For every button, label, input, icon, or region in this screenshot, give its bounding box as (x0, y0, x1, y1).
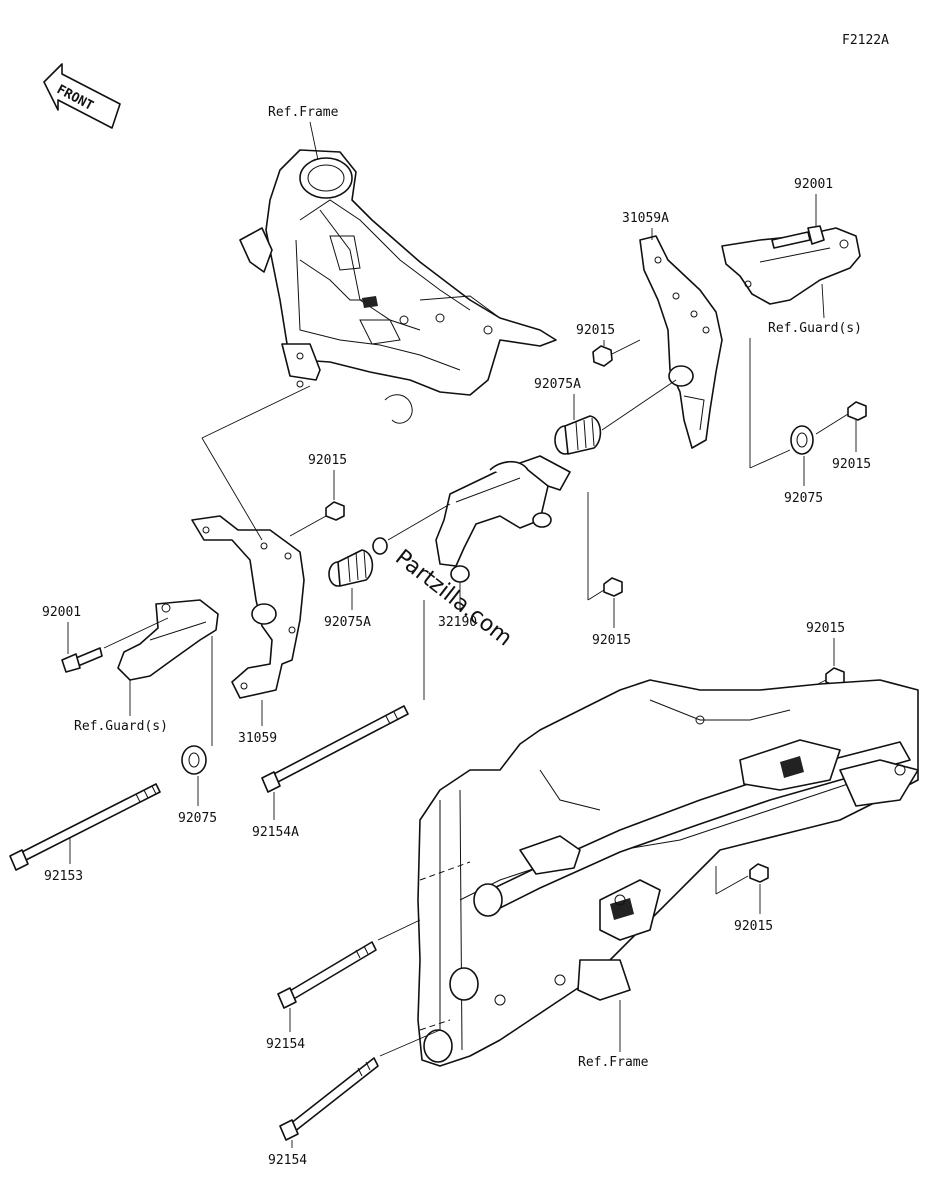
nut-92015-c (603, 577, 623, 597)
part-92001-left-label: 92001 (42, 605, 81, 620)
bracket-31059A (639, 235, 723, 449)
part-31059A-label: 31059A (622, 211, 669, 226)
ref-frame-top-label: Ref.Frame (268, 105, 339, 120)
part-92015-a-label: 92015 (576, 323, 615, 338)
part-92154A-label: 92154A (252, 825, 299, 840)
ref-frame-bottom-label: Ref.Frame (578, 1055, 649, 1070)
part-92075A-top-label: 92075A (534, 377, 581, 392)
bracket-31059 (191, 515, 305, 699)
washer-92075-left (181, 745, 207, 775)
ref-guard-left-label: Ref.Guard(s) (74, 719, 168, 734)
nut-92015-a (592, 345, 613, 367)
front-arrow-icon: FRONT (43, 63, 121, 129)
part-92154-a-label: 92154 (266, 1037, 305, 1052)
cross-member-32190 (435, 455, 571, 583)
bushing-92075A-top (554, 415, 602, 455)
part-92001-right-label: 92001 (794, 177, 833, 192)
nut-92015-f (749, 863, 769, 883)
part-31059-label: 31059 (238, 731, 277, 746)
upper-frame-section (239, 149, 557, 424)
washer-92075-right (790, 425, 814, 455)
bolt-92154-a (277, 941, 377, 1009)
lower-frame-section (417, 679, 919, 1067)
guard-left (117, 599, 219, 681)
bushing-92075A-mid (328, 537, 388, 587)
part-92015-f-label: 92015 (734, 919, 773, 934)
bolt-92153 (9, 783, 161, 871)
bolt-92001-left (61, 647, 103, 673)
bolt-92001-right (771, 225, 825, 249)
part-92015-e-label: 92015 (806, 621, 845, 636)
nut-92015-d (325, 501, 345, 521)
diagram-code-label: F2122A (842, 33, 889, 48)
part-92015-c-label: 92015 (592, 633, 631, 648)
part-32190-label: 32190 (438, 615, 477, 630)
part-92015-d-label: 92015 (308, 453, 347, 468)
nut-92015-b (847, 401, 867, 421)
part-92015-b-label: 92015 (832, 457, 871, 472)
ref-guard-right-label: Ref.Guard(s) (768, 321, 862, 336)
part-92154-b-label: 92154 (268, 1153, 307, 1168)
part-92075A-mid-label: 92075A (324, 615, 371, 630)
bolt-92154A (261, 705, 409, 793)
bolt-92154-b (279, 1057, 379, 1141)
part-92075-left-label: 92075 (178, 811, 217, 826)
part-92075-right-label: 92075 (784, 491, 823, 506)
part-92153-label: 92153 (44, 869, 83, 884)
